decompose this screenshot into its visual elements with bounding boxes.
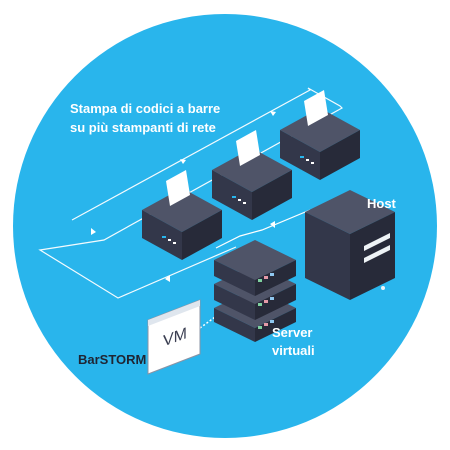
host-label: Host [367, 196, 396, 211]
arrow-head [270, 221, 275, 228]
arrow-head [180, 159, 186, 164]
vm-window: VM [147, 299, 201, 375]
connection-loop [38, 87, 343, 299]
barstorm-label: BarSTORM [78, 352, 147, 367]
diagram-title-line1: Stampa di codici a barre [70, 101, 221, 116]
host-tower [305, 190, 395, 300]
arrow-head [91, 228, 96, 235]
virtual-servers-label-line2: virtuali [272, 343, 315, 358]
virtual-servers-label-line1: Server [272, 325, 313, 340]
server-unit-1 [214, 240, 296, 296]
vm-link [199, 311, 223, 329]
server-stack [214, 240, 296, 342]
arrow-head [165, 275, 170, 282]
diagram-title-line2: su più stampanti di rete [70, 120, 216, 135]
host-link [215, 209, 311, 249]
arrow-head [270, 111, 276, 116]
vm-label: VM [163, 323, 187, 350]
